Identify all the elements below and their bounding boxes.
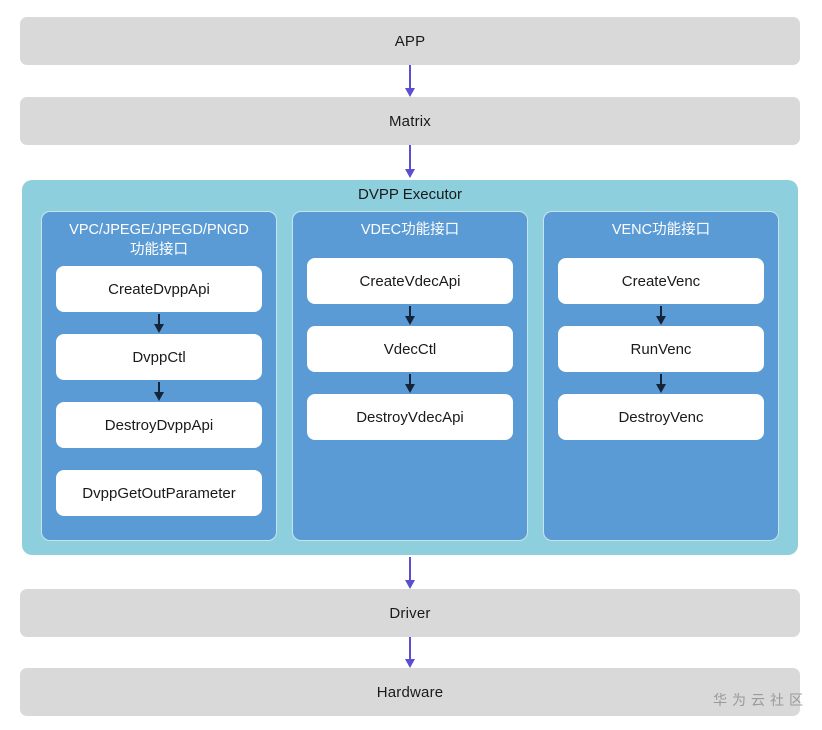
spacer-vpc [56,448,262,470]
arrow-app-to-matrix-icon [405,65,415,97]
arrow-run-venc-to-destroy-icon [558,372,764,394]
dvpp-column-title-vdec: VDEC功能接口 [307,212,513,258]
dvpp-column-title-vdec-line1: VDEC功能接口 [360,222,460,238]
layer-label-matrix: Matrix [388,112,432,130]
dvpp-column-venc: VENC功能接口 CreateVenc RunVenc DestroyVenc [543,211,779,541]
arrow-driver-to-hardware-icon [405,637,415,668]
dvpp-column-title-venc: VENC功能接口 [558,212,764,258]
dvpp-column-title-venc-line1: VENC功能接口 [611,222,711,238]
layer-box-hardware: Hardware [20,668,800,716]
layer-box-driver: Driver [20,589,800,637]
arrow-matrix-to-dvpp-icon [405,145,415,178]
node-vdec-ctl[interactable]: VdecCtl [307,326,513,372]
node-run-venc[interactable]: RunVenc [558,326,764,372]
layer-label-app: APP [394,32,426,50]
layer-box-matrix: Matrix [20,97,800,145]
arrow-ctl-to-destroy-icon [56,380,262,402]
dvpp-column-vdec: VDEC功能接口 CreateVdecApi VdecCtl DestroyVd… [292,211,528,541]
dvpp-column-title-vpc-line1: VPC/JPEGE/JPEGD/PNGD [69,222,249,238]
arrow-create-to-ctl-icon [56,312,262,334]
node-dvpp-ctl[interactable]: DvppCtl [56,334,262,380]
arrow-vdec-ctl-to-destroy-icon [307,372,513,394]
dvpp-executor-title: DVPP Executor [358,186,462,203]
watermark: 华为云社区 [713,693,808,709]
dvpp-column-title-vpc: VPC/JPEGE/JPEGD/PNGD 功能接口 [56,212,262,266]
layer-label-hardware: Hardware [376,683,444,701]
layer-box-app: APP [20,17,800,65]
layer-label-driver: Driver [389,604,431,622]
node-destroy-venc[interactable]: DestroyVenc [558,394,764,440]
node-dvpp-get-out-parameter[interactable]: DvppGetOutParameter [56,470,262,516]
node-create-dvpp-api[interactable]: CreateDvppApi [56,266,262,312]
dvpp-columns: VPC/JPEGE/JPEGD/PNGD 功能接口 CreateDvppApi … [41,211,779,541]
arrow-create-venc-to-run-icon [558,304,764,326]
dvpp-executor-container: DVPP Executor VPC/JPEGE/JPEGD/PNGD 功能接口 … [22,180,798,555]
arrow-dvpp-to-driver-icon [405,557,415,589]
arrow-create-vdec-to-ctl-icon [307,304,513,326]
node-destroy-dvpp-api[interactable]: DestroyDvppApi [56,402,262,448]
node-create-vdec-api[interactable]: CreateVdecApi [307,258,513,304]
dvpp-column-title-vpc-line2: 功能接口 [130,242,188,258]
node-destroy-vdec-api[interactable]: DestroyVdecApi [307,394,513,440]
node-create-venc[interactable]: CreateVenc [558,258,764,304]
dvpp-column-vpc: VPC/JPEGE/JPEGD/PNGD 功能接口 CreateDvppApi … [41,211,277,541]
